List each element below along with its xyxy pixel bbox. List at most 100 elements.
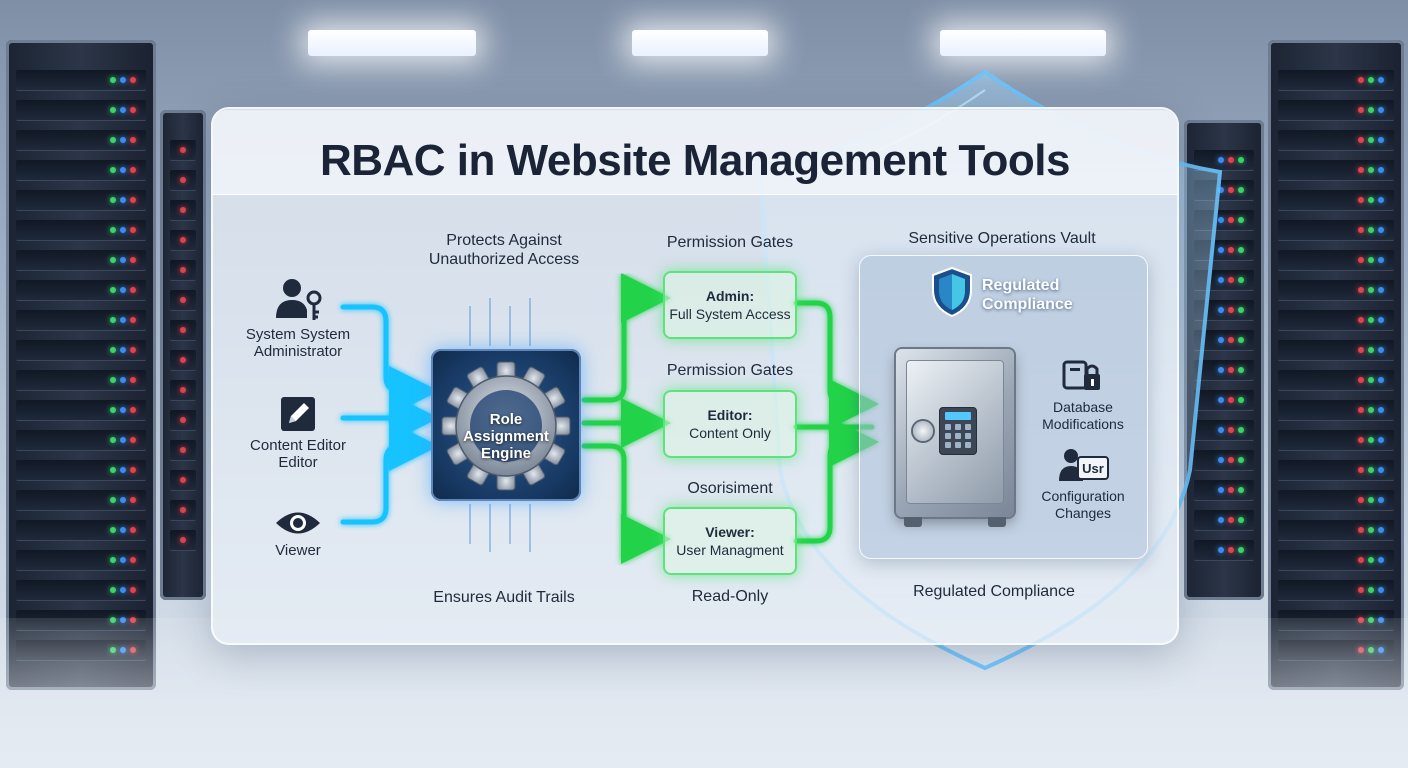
status-led xyxy=(110,107,116,113)
status-led xyxy=(180,237,186,243)
database-lock-icon xyxy=(1062,360,1100,390)
status-led xyxy=(1358,497,1364,503)
rack-unit xyxy=(1278,280,1394,301)
status-led xyxy=(1358,437,1364,443)
status-led xyxy=(180,267,186,273)
status-led xyxy=(1358,377,1364,383)
status-led xyxy=(130,167,136,173)
rack-unit xyxy=(1278,190,1394,211)
gate-admin: Admin: Full System Access xyxy=(663,271,797,339)
status-led xyxy=(110,407,116,413)
status-led xyxy=(1368,257,1374,263)
arrow-admin-to-engine xyxy=(340,304,439,416)
rack-unit xyxy=(16,310,146,331)
gate-viewer: Viewer: User Managment xyxy=(663,507,797,575)
status-led xyxy=(120,437,126,443)
rack-unit xyxy=(1278,550,1394,571)
rack-unit xyxy=(16,520,146,541)
arrow-admin-gate-to-vault xyxy=(793,300,879,429)
status-led xyxy=(120,347,126,353)
status-led xyxy=(1358,197,1364,203)
vault-badge-label: Regulated Compliance xyxy=(982,277,1073,313)
status-led xyxy=(1358,257,1364,263)
status-led xyxy=(1228,247,1234,253)
status-led xyxy=(1228,427,1234,433)
status-led xyxy=(180,147,186,153)
rack-unit xyxy=(16,430,146,451)
status-led xyxy=(1378,347,1384,353)
status-led xyxy=(130,197,136,203)
pencil-icon xyxy=(281,397,315,431)
caption-protects: Protects Against Unauthorized Access xyxy=(428,232,580,268)
status-led xyxy=(120,587,126,593)
status-led xyxy=(1238,307,1244,313)
status-led xyxy=(1228,367,1234,373)
rack-unit xyxy=(16,160,146,181)
rack-unit xyxy=(1278,430,1394,451)
status-led xyxy=(1378,107,1384,113)
status-led xyxy=(180,447,186,453)
status-led xyxy=(1358,467,1364,473)
status-led xyxy=(130,407,136,413)
status-led xyxy=(1228,277,1234,283)
status-led xyxy=(120,317,126,323)
rack-unit xyxy=(170,290,196,311)
gate-role: Editor: xyxy=(707,407,753,423)
status-led xyxy=(1378,137,1384,143)
rack-unit xyxy=(16,460,146,481)
role-label-editor: Content Editor Editor xyxy=(250,437,346,471)
ceiling-light xyxy=(308,30,476,56)
arrow-engine-to-admin-gate xyxy=(581,273,671,403)
status-led xyxy=(1358,407,1364,413)
status-led xyxy=(1358,137,1364,143)
rack-unit xyxy=(170,350,196,371)
status-led xyxy=(1238,367,1244,373)
status-led xyxy=(130,347,136,353)
rack-unit xyxy=(1278,100,1394,121)
status-led xyxy=(120,227,126,233)
rack-unit xyxy=(170,170,196,191)
status-led xyxy=(1228,157,1234,163)
status-led xyxy=(130,77,136,83)
gate-access: Content Only xyxy=(689,425,771,441)
status-led xyxy=(1238,337,1244,343)
status-led xyxy=(1368,317,1374,323)
status-led xyxy=(120,407,126,413)
status-led xyxy=(130,467,136,473)
status-led xyxy=(110,77,116,83)
status-led xyxy=(180,507,186,513)
status-led xyxy=(120,257,126,263)
role-label-administrator: System System Administrator xyxy=(245,326,351,360)
rack-unit xyxy=(1278,220,1394,241)
rack-unit xyxy=(16,280,146,301)
user-config-icon-text: Usr xyxy=(1082,461,1104,476)
status-led xyxy=(1228,517,1234,523)
caption-vault-heading: Sensitive Operations Vault xyxy=(908,230,1096,247)
status-led xyxy=(1238,157,1244,163)
status-led xyxy=(1358,77,1364,83)
status-led xyxy=(1378,227,1384,233)
status-led xyxy=(1368,407,1374,413)
status-led xyxy=(1368,497,1374,503)
status-led xyxy=(110,167,116,173)
status-led xyxy=(1238,517,1244,523)
status-led xyxy=(120,287,126,293)
status-led xyxy=(1378,557,1384,563)
gate-editor: Editor: Content Only xyxy=(663,390,797,458)
shield-icon xyxy=(932,266,972,318)
rack-unit xyxy=(16,550,146,571)
vault-op-configuration: Configuration Changes xyxy=(1041,488,1125,521)
status-led xyxy=(1368,587,1374,593)
status-led xyxy=(110,317,116,323)
status-led xyxy=(1378,197,1384,203)
rack-unit xyxy=(1278,160,1394,181)
status-led xyxy=(180,357,186,363)
status-led xyxy=(120,107,126,113)
safe-keypad xyxy=(940,408,976,454)
status-led xyxy=(180,297,186,303)
status-led xyxy=(1238,487,1244,493)
rack-unit xyxy=(170,200,196,221)
rack-unit xyxy=(170,410,196,431)
status-led xyxy=(120,137,126,143)
